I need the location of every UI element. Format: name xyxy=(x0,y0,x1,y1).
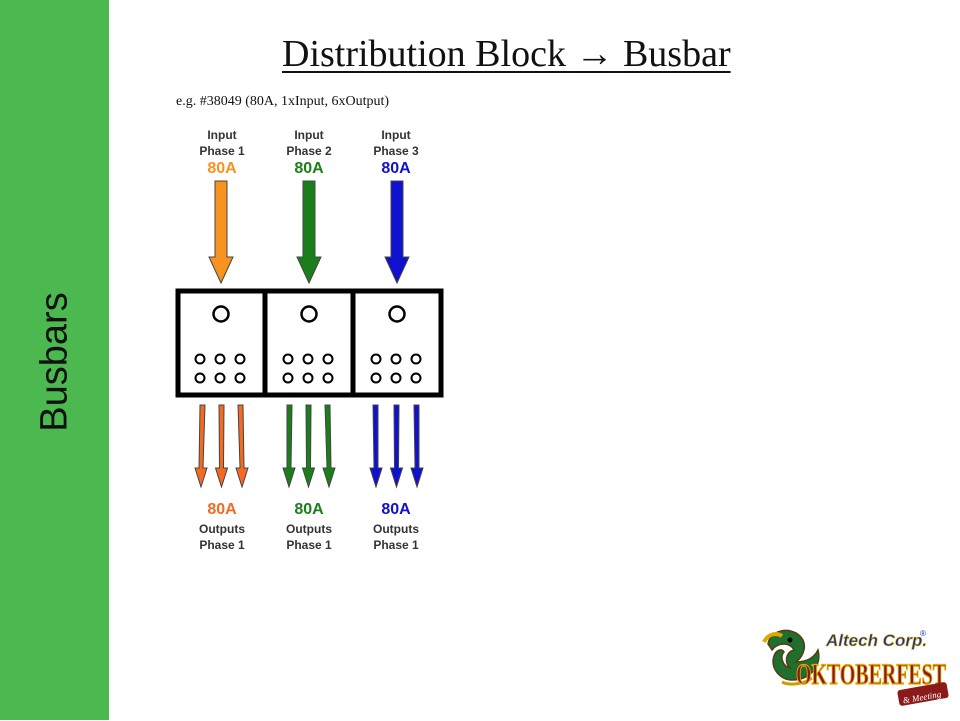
input-label-phase-2: Input Phase 2 xyxy=(264,127,354,159)
logo-event: OKTOBERFEST xyxy=(796,658,946,691)
input-arrow-phase-2 xyxy=(296,180,322,285)
altech-oktoberfest-logo: Altech Corp. ® OKTOBERFEST & Meeting xyxy=(760,622,956,716)
output-amps-3: 80A xyxy=(381,501,411,518)
output-label-line1: Outputs xyxy=(199,522,245,536)
input-terminal-phase-1 xyxy=(212,305,230,323)
output-terminals-phase-1 xyxy=(194,353,246,384)
distribution-block xyxy=(175,288,444,398)
input-label-phase-1: Input Phase 1 xyxy=(177,127,267,159)
eagle-icon xyxy=(762,629,820,686)
input-amps-phase-3: 80A xyxy=(381,160,411,177)
output-label-line1: Outputs xyxy=(373,522,419,536)
input-label-line1: Input xyxy=(207,128,237,142)
logo-registered: ® xyxy=(920,629,926,638)
input-terminal-phase-2 xyxy=(300,305,318,323)
output-arrows-phase-2 xyxy=(282,404,336,489)
page-title: Distribution Block → Busbar xyxy=(282,32,731,76)
output-amps-1: 80A xyxy=(207,501,237,518)
input-arrow-phase-3 xyxy=(384,180,410,285)
title-end: Busbar xyxy=(622,33,731,75)
logo-brand: Altech Corp. xyxy=(825,631,927,650)
input-label-line2: Phase 1 xyxy=(199,144,245,158)
input-label-phase-3: Input Phase 3 xyxy=(351,127,441,159)
output-label-3: Outputs Phase 1 xyxy=(351,521,441,553)
input-terminal-phase-3 xyxy=(388,305,406,323)
output-arrows-phase-3 xyxy=(369,404,424,489)
input-amps-phase-2: 80A xyxy=(294,160,324,177)
output-label-2: Outputs Phase 1 xyxy=(264,521,354,553)
input-label-line2: Phase 2 xyxy=(286,144,332,158)
input-label-line2: Phase 3 xyxy=(373,144,419,158)
input-amps-phase-1: 80A xyxy=(207,160,237,177)
output-arrows-phase-1 xyxy=(194,404,249,489)
output-amps-2: 80A xyxy=(294,501,324,518)
output-terminals-phase-3 xyxy=(370,353,422,384)
output-label-line2: Phase 1 xyxy=(373,538,419,552)
oktoberfest-logo-graphic: Altech Corp. ® OKTOBERFEST & Meeting xyxy=(762,629,949,706)
input-label-line1: Input xyxy=(381,128,411,142)
input-label-line1: Input xyxy=(294,128,324,142)
input-arrow-phase-1 xyxy=(208,180,234,285)
output-label-line2: Phase 1 xyxy=(286,538,332,552)
output-label-1: Outputs Phase 1 xyxy=(177,521,267,553)
right-arrow-icon: → xyxy=(575,33,614,75)
logo-tagline-ribbon xyxy=(897,682,949,706)
output-terminals-phase-2 xyxy=(282,353,334,384)
example-note: e.g. #38049 (80A, 1xInput, 6xOutput) xyxy=(176,94,390,109)
title-main: Distribution Block xyxy=(282,33,566,75)
output-label-line1: Outputs xyxy=(286,522,332,536)
output-label-line2: Phase 1 xyxy=(199,538,245,552)
sidebar: Busbars xyxy=(0,0,109,720)
